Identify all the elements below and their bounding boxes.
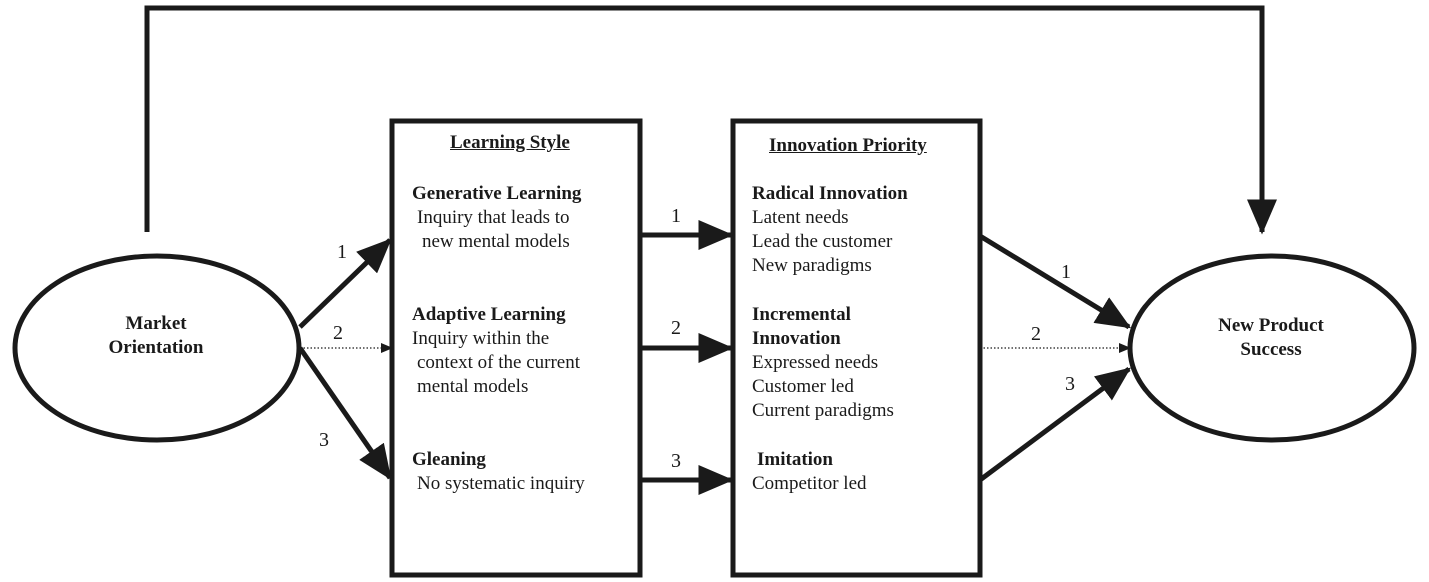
radical-innovation-line1: Latent needs [752,207,849,228]
path-number-mid-3: 3 [671,450,681,472]
imitation-title: Imitation [757,449,833,470]
path-number-right-2: 2 [1031,323,1041,345]
arrow-imitation-to-success [978,366,1132,483]
gleaning-title: Gleaning [412,449,486,470]
arrow-radical-to-success [978,233,1132,330]
path-number-right-3: 3 [1065,373,1075,395]
market-orientation-line2: Orientation [108,337,204,358]
incremental-innovation-line2: Customer led [752,376,854,397]
incremental-innovation-title-line2: Innovation [752,328,841,349]
innovation-priority-heading: Innovation Priority [769,135,927,156]
path-number-left-2: 2 [333,322,343,344]
arrow-mo-to-generative [298,238,392,329]
radical-innovation-line2: Lead the customer [752,231,893,252]
adaptive-learning-line1: Inquiry within the [412,328,550,349]
incremental-innovation-line3: Current paradigms [752,400,894,421]
path-number-mid-2: 2 [671,317,681,339]
adaptive-learning-title: Adaptive Learning [412,304,566,325]
path-number-mid-1: 1 [671,205,681,227]
new-product-success-label: New Product Success [1195,314,1347,362]
path-number-left-3: 3 [319,429,329,451]
adaptive-learning-line2: context of the current [417,352,581,373]
incremental-innovation-line1: Expressed needs [752,352,879,373]
market-orientation-ellipse [12,253,302,443]
incremental-innovation-title-line1: Incremental [752,304,851,325]
market-orientation-label: Market Orientation [95,312,217,360]
generative-learning-line2: new mental models [422,231,570,252]
generative-learning-title: Generative Learning [412,183,582,204]
radical-innovation-title: Radical Innovation [752,183,908,204]
path-number-right-1: 1 [1061,261,1071,283]
path-number-left-1: 1 [337,241,347,263]
imitation-line1: Competitor led [752,473,867,494]
learning-style-heading: Learning Style [450,132,570,153]
direct-path-arrow [144,5,1277,235]
market-orientation-line1: Market [125,313,187,334]
adaptive-learning-line3: mental models [417,376,529,397]
generative-learning-line1: Inquiry that leads to [417,207,570,228]
gleaning-line1: No systematic inquiry [417,473,585,494]
new-product-success-line2: Success [1240,339,1302,360]
arrow-mo-to-gleaning [297,346,393,481]
radical-innovation-line3: New paradigms [752,255,872,276]
new-product-success-line1: New Product [1218,315,1324,336]
